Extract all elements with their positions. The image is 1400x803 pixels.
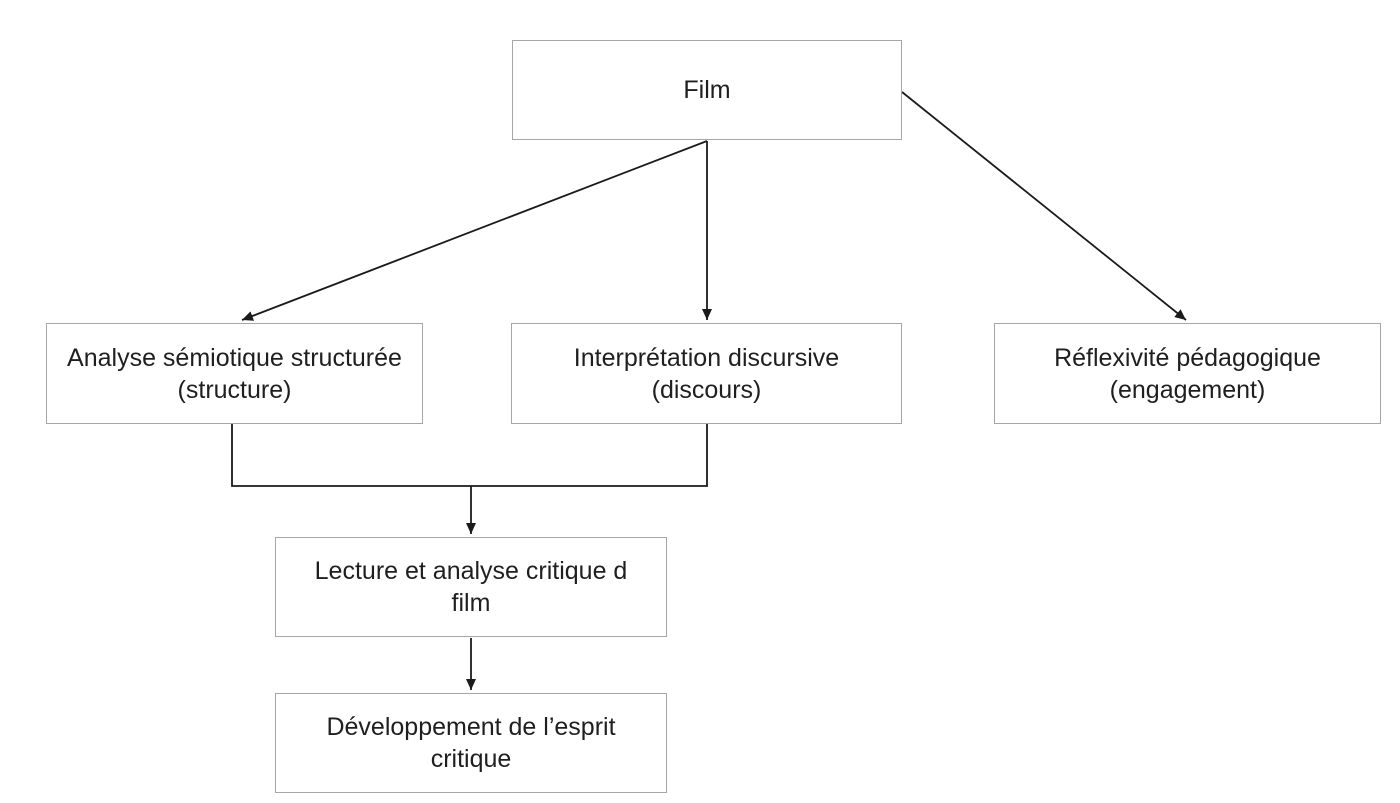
node-lecture-analyse: Lecture et analyse critique d film (275, 537, 667, 637)
node-lecture-analyse-label-line2: film (451, 589, 491, 617)
node-developpement-esprit-label-line2: critique (430, 745, 512, 773)
node-film-label: Film (683, 76, 731, 104)
node-interpretation-discursive-label-line2: (discours) (651, 375, 762, 404)
node-interpretation-discursive-label-line1: Interprétation discursive (573, 343, 840, 372)
connector-film-to-analyse (241, 140, 708, 321)
node-analyse-semiotique-label-line1: Analyse sémiotique structurée (67, 343, 402, 372)
node-analyse-semiotique-label-line2: (structure) (177, 375, 292, 404)
node-developpement-esprit: Développement de l’esprit critique (275, 693, 667, 793)
node-reflexivite-pedagogique-label-line2: (engagement) (1109, 375, 1266, 404)
node-film: Film (512, 40, 902, 140)
node-interpretation-discursive: Interprétation discursive (discours) (511, 323, 902, 424)
node-developpement-esprit-label-line1: Développement de l’esprit (326, 713, 616, 741)
connector-film-to-reflexivite (901, 91, 1187, 321)
node-analyse-semiotique: Analyse sémiotique structurée (structure… (46, 323, 423, 424)
node-lecture-analyse-label-line1: Lecture et analyse critique d (314, 557, 628, 585)
node-reflexivite-pedagogique: Réflexivité pédagogique (engagement) (994, 323, 1381, 424)
connector-merge-elbow (231, 424, 708, 487)
node-reflexivite-pedagogique-label-line1: Réflexivité pédagogique (1054, 343, 1321, 372)
